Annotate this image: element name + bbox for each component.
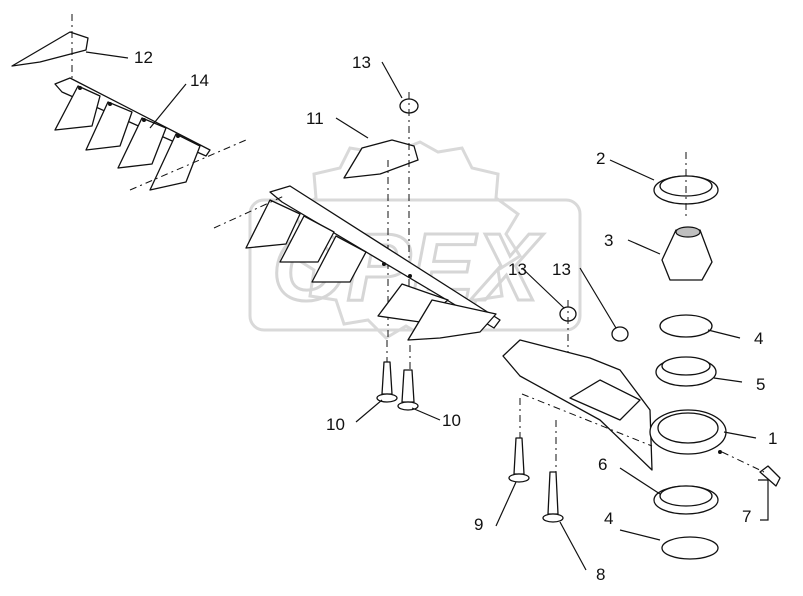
leader-lines bbox=[85, 51, 769, 571]
callout-14: 14 bbox=[190, 71, 209, 90]
part-10-bolts bbox=[376, 340, 419, 411]
part-1-drive-arm bbox=[502, 339, 727, 471]
part-4-circlip-upper bbox=[659, 314, 713, 338]
callout-10-right: 10 bbox=[442, 411, 461, 430]
part-6-ring bbox=[653, 485, 719, 515]
callout-9: 9 bbox=[474, 515, 483, 534]
part-2-ring bbox=[653, 152, 719, 220]
part-13-nuts bbox=[559, 300, 629, 390]
callout-7: 7 bbox=[742, 507, 751, 526]
callout-3: 3 bbox=[604, 231, 613, 250]
callout-4-lower: 4 bbox=[604, 509, 613, 528]
callout-6: 6 bbox=[598, 455, 607, 474]
callout-5: 5 bbox=[756, 375, 765, 394]
knife-assembly-center bbox=[213, 185, 501, 341]
part-4-circlip-lower bbox=[661, 536, 719, 560]
callout-2: 2 bbox=[596, 149, 605, 168]
callout-10-left: 10 bbox=[326, 415, 345, 434]
callout-13-mid-left: 13 bbox=[508, 260, 527, 279]
part-8-bolt bbox=[542, 420, 564, 523]
part-14-knife-bar bbox=[54, 77, 247, 191]
callout-4-upper: 4 bbox=[754, 329, 763, 348]
part-5-bearing bbox=[655, 356, 717, 387]
callout-8: 8 bbox=[596, 565, 605, 584]
callout-labels: 12 14 13 11 2 3 13 13 4 5 1 6 7 4 10 10 … bbox=[134, 48, 777, 584]
callout-1: 1 bbox=[768, 429, 777, 448]
part-13-nut-top bbox=[399, 92, 419, 290]
callout-12: 12 bbox=[134, 48, 153, 67]
part-7-grease-nipple bbox=[721, 451, 781, 487]
callout-13-mid-right: 13 bbox=[552, 260, 571, 279]
part-3-bushing bbox=[661, 226, 713, 281]
callout-11: 11 bbox=[306, 109, 324, 128]
part-9-bolt bbox=[508, 398, 530, 483]
callout-13-top: 13 bbox=[352, 53, 371, 72]
